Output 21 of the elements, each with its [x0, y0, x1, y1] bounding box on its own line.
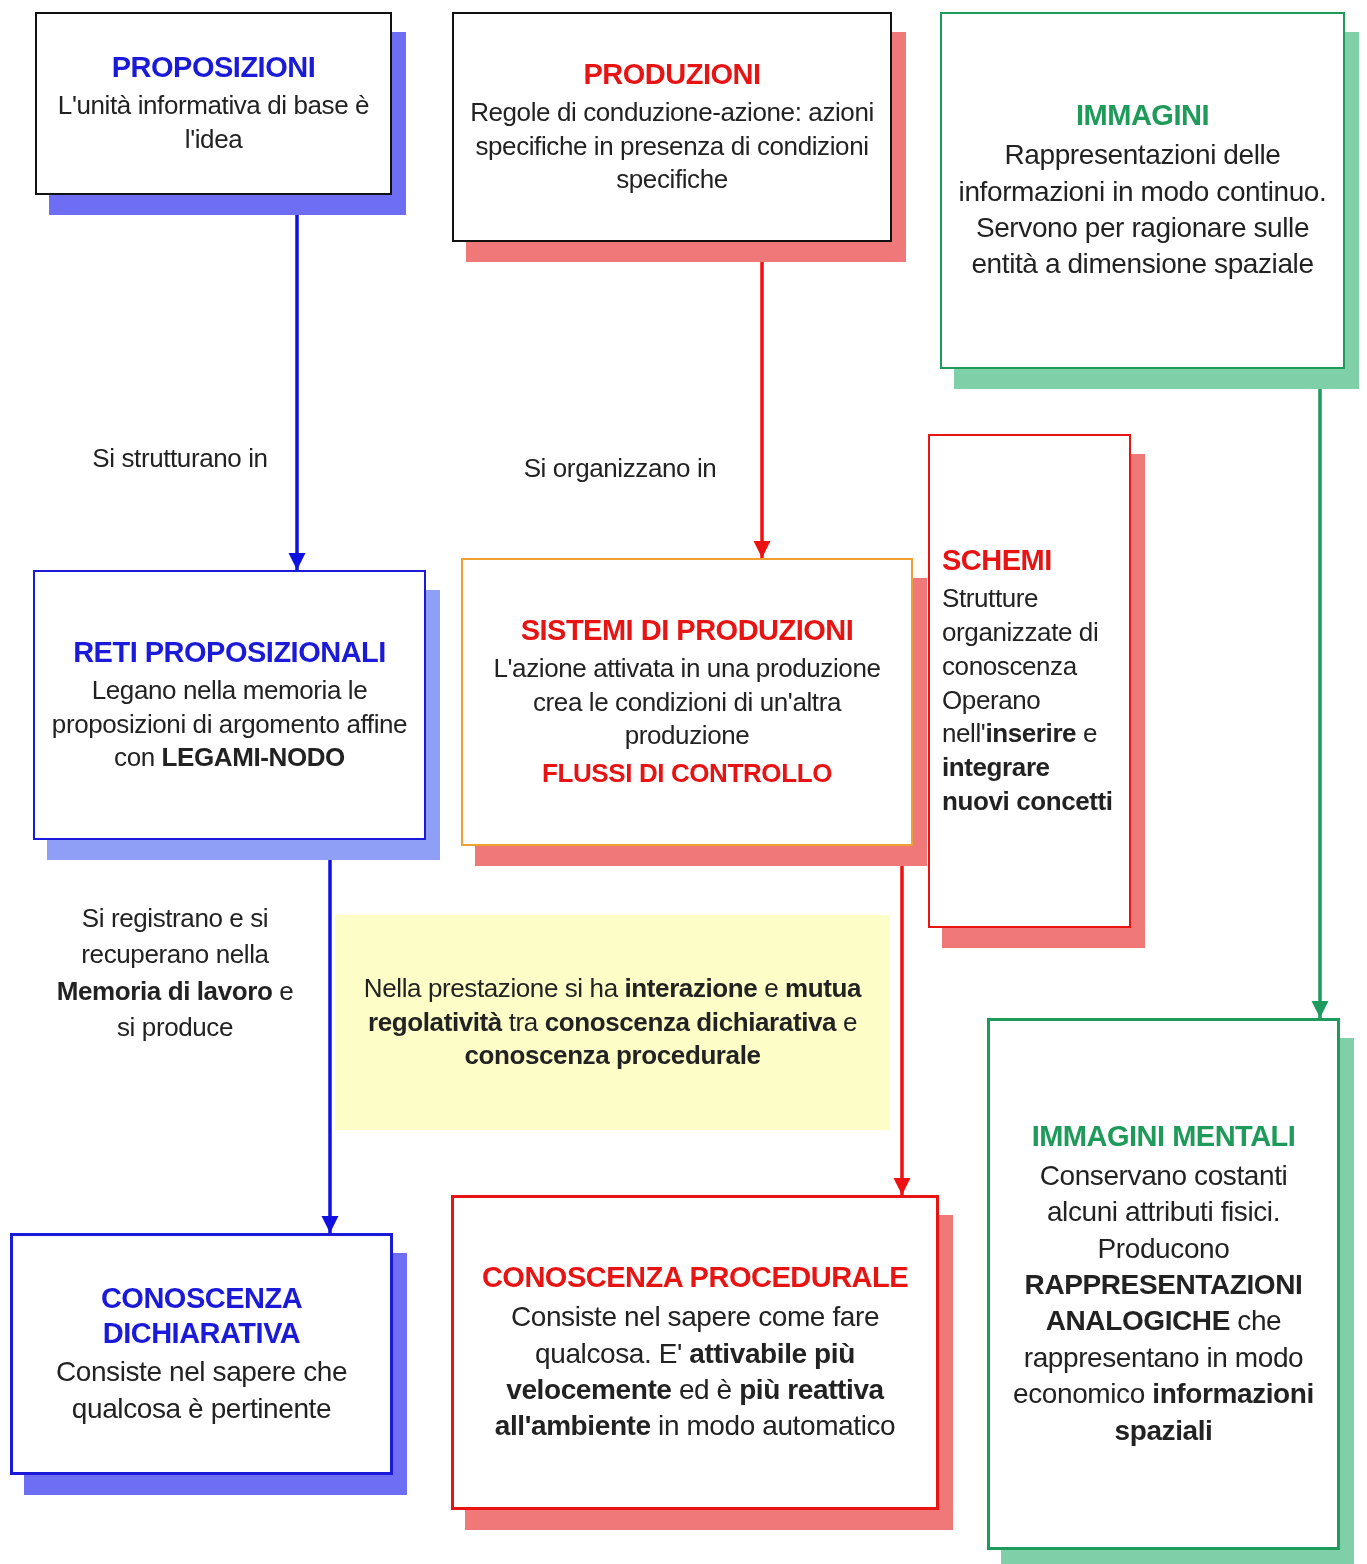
box-title: PROPOSIZIONI	[111, 50, 316, 86]
box-text: Nella prestazione si ha interazione e mutua regolatività tra conoscenza dichiarativa e conoscenza procedurale	[362, 971, 863, 1073]
box-title: SISTEMI DI PRODUZIONI	[520, 613, 854, 648]
note-panel	[335, 915, 890, 1130]
box-text: Strutture organizzate di conoscenza Operano nell'inserire e integrare nuovi concetti	[942, 582, 1114, 818]
box-text: Rappresentazioni delle informazioni in modo continuo. Servono per ragionare sulle entità a dimensione spaziale	[957, 138, 1328, 282]
box-text: Conservano costanti alcuni attributi fisici. Producono RAPPRESENTAZIONI ANALOGICHE che rappresentano in modo economico informazioni spaziali	[1012, 1158, 1315, 1448]
box-title: CONOSCENZA PROCEDURALE	[481, 1260, 909, 1296]
box-text: Consiste nel sapere che qualcosa è pertinente	[54, 1355, 349, 1426]
box-text: FLUSSI DI CONTROLLO	[542, 757, 832, 791]
box-title: SCHEMI	[942, 543, 1052, 579]
box-title: IMMAGINI	[1076, 98, 1209, 134]
box-text: Legano nella memoria le proposizioni di argomento affine con LEGAMI-NODO	[50, 673, 409, 775]
box-title: RETI PROPOSIZIONALI	[73, 634, 386, 670]
box-text: Consiste nel sapere come fare qualcosa. E' attivabile più velocemente ed è più reattiva all'ambiente in modo automatico	[493, 1300, 897, 1444]
box-title: CONOSCENZA DICHIARATIVA	[99, 1280, 304, 1351]
box-title: IMMAGINI MENTALI	[1031, 1119, 1296, 1154]
box-text: Regole di conduzione-azione: azioni specifiche in presenza di condizioni specifiche	[469, 95, 875, 197]
box-title: PRODUZIONI	[583, 56, 761, 92]
box-text: L'azione attivata in una produzione crea le condizioni di un'altra produzione	[492, 651, 882, 753]
box-text: L'unità informativa di base è l'idea	[56, 89, 371, 156]
